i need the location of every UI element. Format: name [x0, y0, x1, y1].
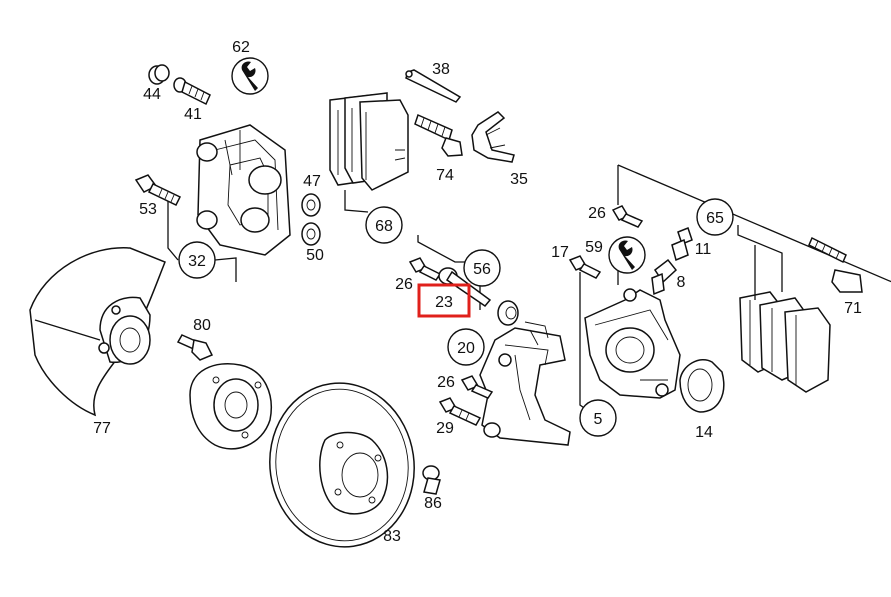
- label-26-lower: 26: [437, 374, 455, 391]
- label-41: 41: [184, 106, 202, 123]
- bleeder-8: [651, 258, 678, 296]
- label-47: 47: [303, 173, 321, 190]
- label-44: 44: [143, 86, 161, 103]
- label-26-upper: 26: [395, 276, 413, 293]
- bolt-80: [176, 334, 214, 361]
- brake-caliper-5: [584, 288, 681, 399]
- callout-68: 68: [365, 206, 403, 244]
- callout-65: 65: [696, 198, 734, 236]
- label-83: 83: [383, 528, 401, 545]
- callout-32-text: 32: [188, 253, 206, 270]
- brake-pads-68: [329, 92, 409, 191]
- label-74: 74: [436, 167, 454, 184]
- bolt-26-lower: [460, 375, 494, 399]
- wear-sensor-71: [808, 236, 863, 293]
- bolt-17: [568, 255, 602, 279]
- callout-65-text: 65: [706, 210, 724, 227]
- pin-38: [405, 69, 462, 103]
- callout-5-text: 5: [594, 411, 603, 428]
- callout-20-text: 20: [457, 340, 475, 357]
- highlight-23[interactable]: 23: [417, 283, 471, 318]
- spring-clip-35: [471, 111, 515, 163]
- screw-86: [422, 465, 441, 495]
- wrench-icon: [231, 57, 269, 95]
- bolt-29: [438, 397, 482, 426]
- label-71: 71: [844, 300, 862, 317]
- callout-32: 32: [178, 241, 216, 279]
- label-35: 35: [510, 171, 528, 188]
- label-59: 59: [585, 239, 603, 256]
- bleeder-valve-11: [671, 227, 693, 262]
- brake-pads-65: [739, 291, 831, 393]
- callout-5: 5: [579, 399, 617, 437]
- callout-56: 56: [463, 249, 501, 287]
- bleeder-41: [173, 77, 211, 106]
- label-23: 23: [435, 294, 453, 311]
- wear-sensor-74: [414, 113, 463, 157]
- callout-56-text: 56: [473, 261, 491, 278]
- label-26-right: 26: [588, 205, 606, 222]
- bolt-26-upper: [408, 257, 442, 281]
- label-50: 50: [306, 247, 324, 264]
- label-14: 14: [695, 424, 713, 441]
- washer-47: [301, 193, 321, 217]
- brake-caliper-32: [196, 124, 291, 256]
- label-80: 80: [193, 317, 211, 334]
- brake-disc-83: [269, 382, 415, 548]
- label-38: 38: [432, 61, 450, 78]
- bolt-26-right: [611, 205, 644, 228]
- label-11: 11: [695, 241, 712, 258]
- dust-seal-14: [679, 359, 725, 413]
- callout-20: 20: [447, 328, 485, 366]
- callout-68-text: 68: [375, 218, 393, 235]
- wheel-hub: [189, 363, 272, 450]
- bushing: [497, 300, 519, 326]
- label-29: 29: [436, 420, 454, 437]
- label-53: 53: [139, 201, 157, 218]
- dust-shield-77: [29, 247, 166, 417]
- caliper-bracket-20: [479, 321, 571, 446]
- label-62: 62: [232, 39, 250, 56]
- label-8: 8: [677, 274, 686, 291]
- nut-44: [148, 64, 170, 85]
- label-77: 77: [93, 420, 111, 437]
- label-86: 86: [424, 495, 442, 512]
- washer-50: [301, 222, 321, 246]
- bolt-53: [134, 174, 182, 206]
- label-17: 17: [551, 244, 569, 261]
- wrench-icon: [608, 236, 646, 274]
